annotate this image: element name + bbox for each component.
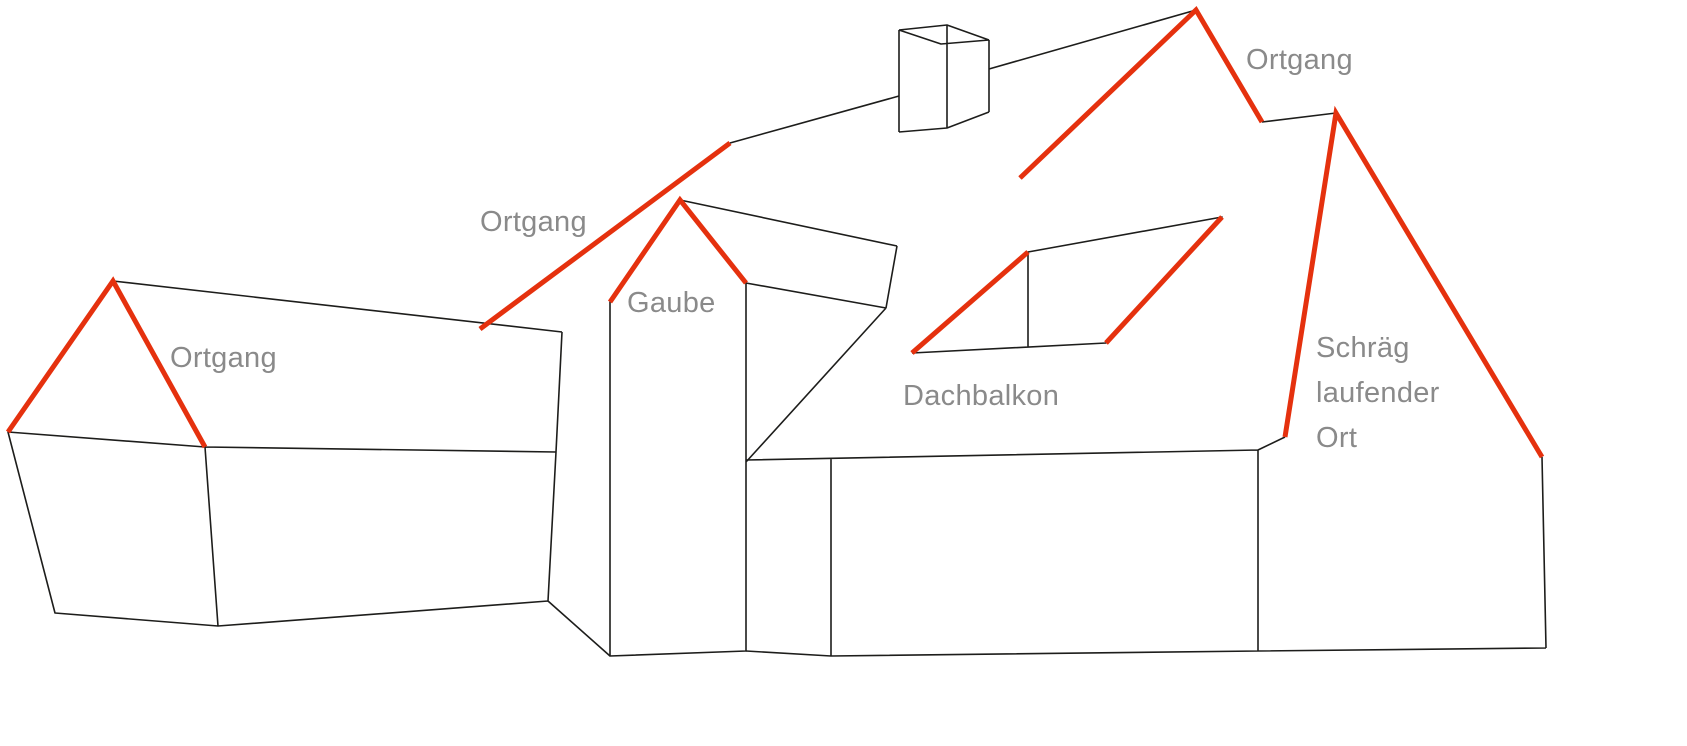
verge-balcony-right [1104, 215, 1224, 345]
label-gaube: Gaube [627, 287, 716, 319]
label-dachbalkon: Dachbalkon [903, 380, 1060, 412]
verge-main-roof-left [478, 140, 732, 332]
verge-balcony-left [910, 250, 1030, 355]
label-schraeg-line-1: Schräg [1316, 332, 1410, 364]
left-building-outline [7, 280, 611, 657]
red-verge-highlights [5, 6, 1545, 459]
top-right-gable-outline [1019, 9, 1263, 179]
chimney-outline [898, 24, 990, 133]
label-ortgang-main: Ortgang [480, 206, 587, 238]
main-house-outline [479, 9, 1286, 657]
verge-gaube [607, 195, 748, 304]
label-schraeg-line-3: Ort [1316, 422, 1358, 454]
label-ortgang-left-building: Ortgang [170, 342, 277, 374]
gaube-tower-outline [609, 199, 898, 657]
verge-top-right-gable [1018, 6, 1265, 180]
label-schraeg-line-2: laufender [1316, 377, 1440, 409]
verge-right-wing [1282, 105, 1545, 459]
label-schraeg-laufender-ort: Schräg laufender Ort [1316, 326, 1440, 461]
roof-balcony-outline [911, 216, 1223, 354]
verge-left-building [5, 276, 208, 449]
label-ortgang-top-right: Ortgang [1246, 44, 1353, 76]
